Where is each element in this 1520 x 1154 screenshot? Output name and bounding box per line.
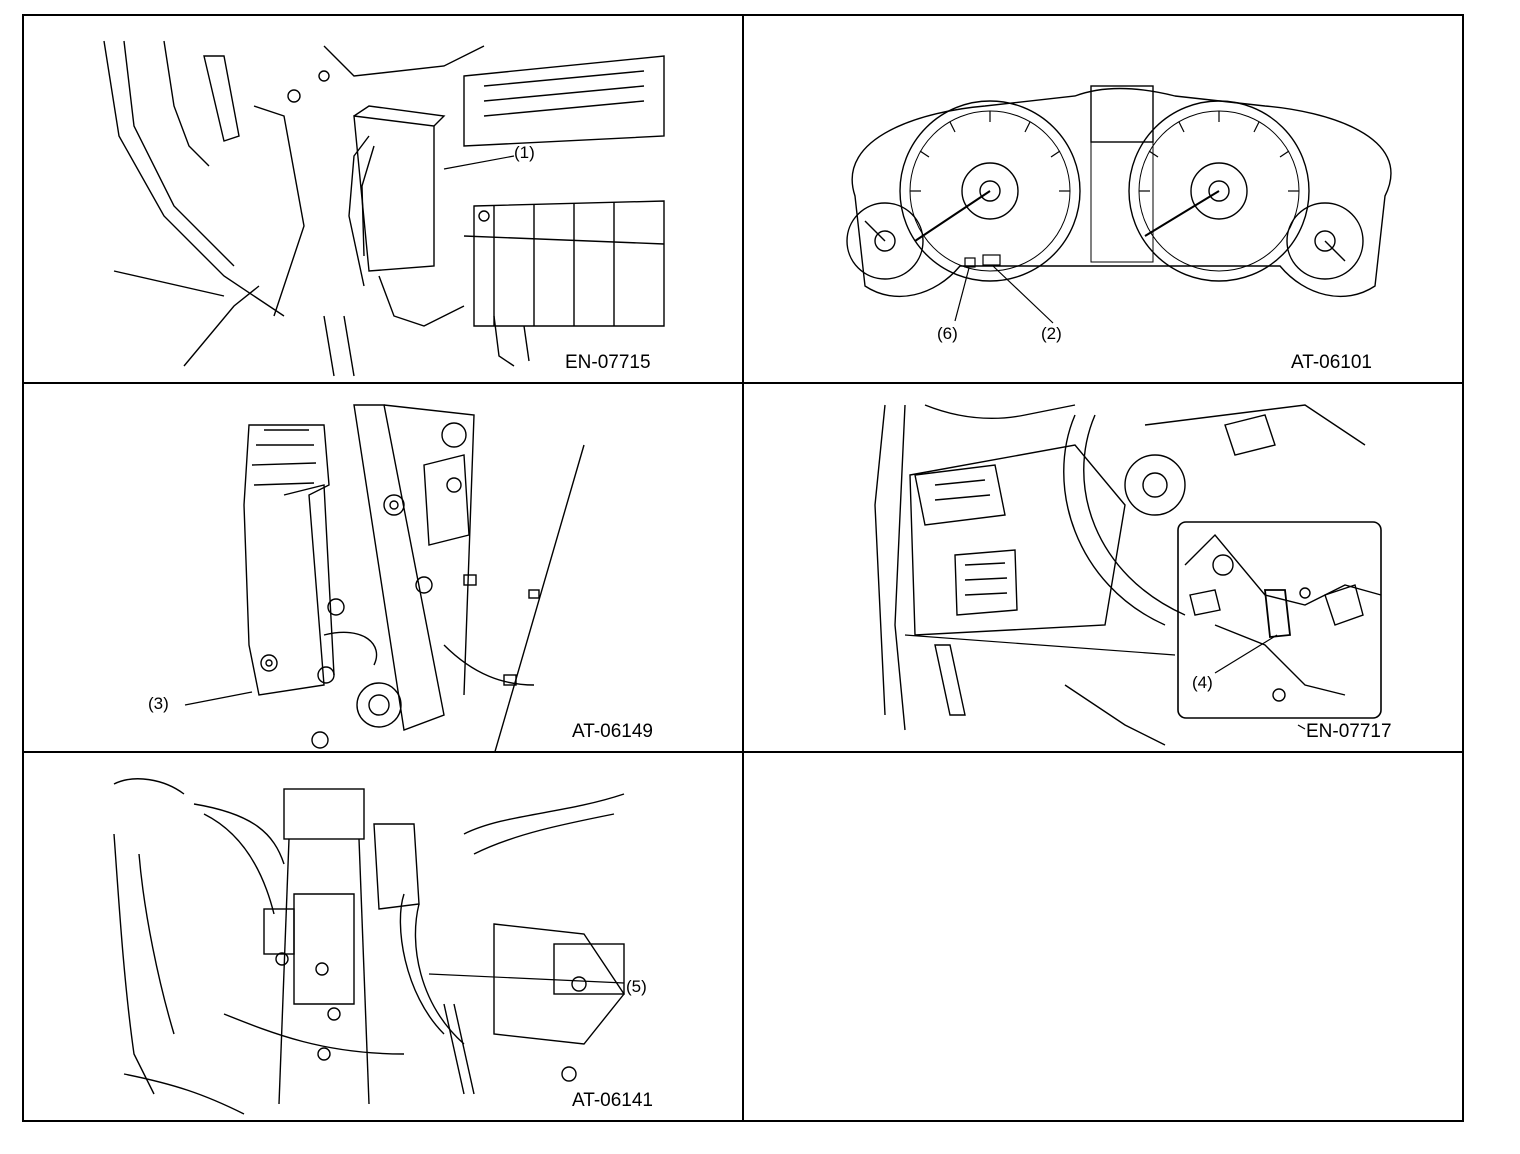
tick-marks xyxy=(910,111,1299,192)
ecm-box xyxy=(353,115,435,272)
column-module xyxy=(373,823,420,910)
callout-2: (2) xyxy=(1041,324,1062,343)
figure-code: AT-06149 xyxy=(572,721,653,742)
dash-lower-panel xyxy=(909,444,1126,636)
connector-4 xyxy=(1263,589,1291,638)
fuel-gauge xyxy=(846,202,924,280)
meter-display xyxy=(1090,85,1154,143)
tachometer xyxy=(899,100,1081,282)
dashboard-illustration xyxy=(874,404,1382,746)
ecm-illustration xyxy=(103,40,665,377)
panel-tcm: (3) AT-06149 xyxy=(24,385,744,753)
tcm-unit xyxy=(243,424,330,696)
detail-inset xyxy=(1177,521,1382,719)
figure-code: AT-06141 xyxy=(572,1090,653,1111)
figure-grid: (1) EN-07715 xyxy=(22,14,1464,1122)
tcm-illustration xyxy=(184,404,585,753)
grid-lines xyxy=(22,14,1464,1122)
figure-code: EN-07717 xyxy=(1306,721,1392,742)
column-illustration xyxy=(113,778,625,1115)
panel-steering-column: (5) AT-06141 xyxy=(24,754,744,1122)
indicator-2 xyxy=(982,254,1001,266)
figure-code: AT-06101 xyxy=(1291,352,1372,373)
callout-5: (5) xyxy=(626,977,647,996)
callout-3: (3) xyxy=(148,694,169,713)
callout-1: (1) xyxy=(514,143,535,162)
panel-combination-meter: (6) (2) AT-06101 xyxy=(745,16,1464,384)
figure-code: EN-07715 xyxy=(565,352,651,373)
dash-vent xyxy=(934,644,966,716)
meter-illustration xyxy=(846,85,1392,324)
speedometer xyxy=(1128,100,1310,282)
callout-4: (4) xyxy=(1192,673,1213,692)
panel-data-link-connector: (4) EN-07717 xyxy=(745,385,1464,753)
callout-6: (6) xyxy=(937,324,958,343)
panel-ecm: (1) EN-07715 xyxy=(24,16,744,384)
panel-empty xyxy=(745,754,1464,1122)
indicator-6 xyxy=(964,257,976,268)
temp-gauge xyxy=(1286,202,1364,280)
